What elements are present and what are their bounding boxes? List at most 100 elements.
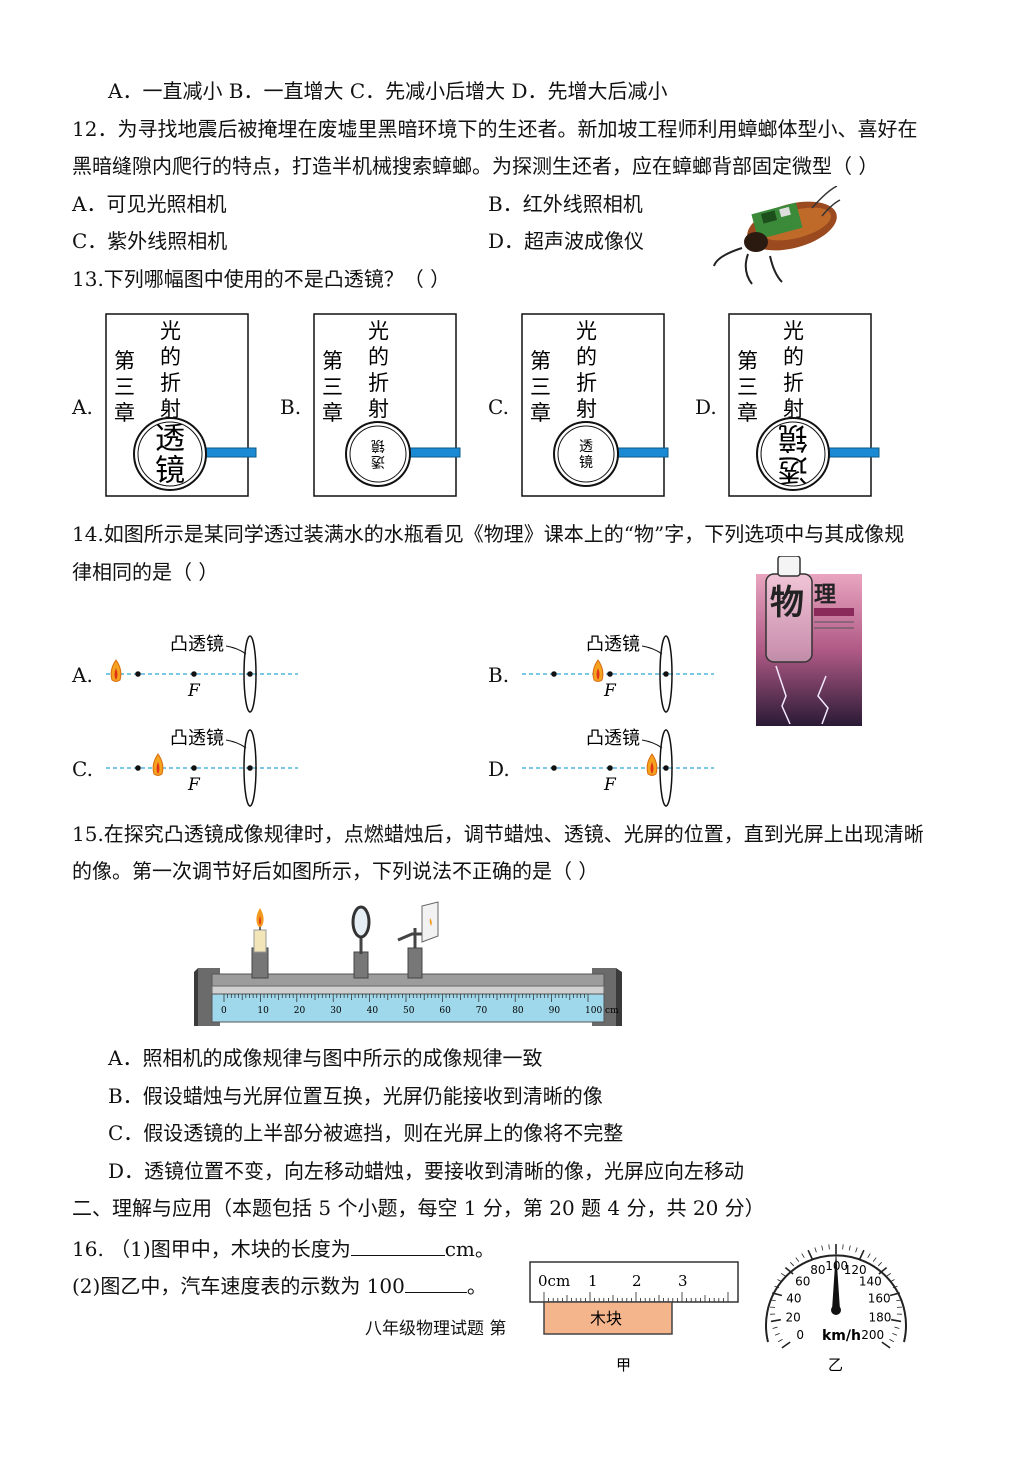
bench-tick-label: 50	[403, 1006, 415, 1016]
q16-part1-pre: （1)图甲中，木块的长度为	[110, 1237, 351, 1261]
optical-center-dot	[247, 671, 253, 677]
book-title-char: 折	[576, 371, 597, 395]
book-chapter-char: 第	[114, 349, 135, 373]
magnifier-lens	[756, 417, 830, 491]
wood-block-label: 木块	[590, 1309, 622, 1328]
magnifier-handle	[203, 447, 257, 458]
q12-option-b: B．红外线照相机	[488, 192, 643, 216]
q13-option-label: B.	[280, 395, 302, 419]
speedometer-tick-label: 140	[859, 1275, 882, 1289]
focus-f-dot	[607, 765, 613, 771]
q16-blank-1[interactable]	[350, 1235, 445, 1256]
book-chapter-char: 章	[322, 401, 343, 425]
q12-option-a: A．可见光照相机	[72, 192, 227, 216]
book-chapter-char: 第	[322, 349, 343, 373]
book-chapter-char: 三	[530, 375, 551, 399]
q16-part2: (2)图乙中，汽车速度表的示数为 100 。	[72, 1272, 487, 1299]
q14-option-label: A.	[72, 663, 93, 687]
book-chapter-char: 三	[737, 375, 758, 399]
q16-part2-pre: (2)图乙中，汽车速度表的示数为 100	[72, 1274, 405, 1298]
q14-ray-diagram: 凸透镜 F	[522, 634, 714, 713]
magnifier-handle	[826, 447, 880, 458]
lens-word-char: 透	[778, 452, 808, 487]
lens-word-char: 镜	[155, 454, 185, 489]
book-title-char: 折	[160, 371, 181, 395]
convex-lens	[243, 729, 257, 807]
bench-tick-label: 100 cm	[585, 1006, 619, 1016]
book-title-char: 光	[576, 319, 597, 343]
figure-jia-label: 甲	[616, 1356, 631, 1374]
bench-tick-label: 20	[294, 1006, 306, 1016]
magnifier-lens	[553, 421, 619, 487]
speedometer-tick-label: 120	[844, 1263, 867, 1277]
convex-lens-label: 凸透镜	[170, 728, 224, 749]
focus-label: F	[187, 681, 201, 701]
book-word-2: 理	[814, 582, 836, 608]
focus-f-dot	[191, 671, 197, 677]
book-title-char: 射	[576, 397, 597, 421]
lens-word-char: 透	[371, 453, 385, 469]
convex-lens-label: 凸透镜	[586, 728, 640, 749]
q15-option-d: D．透镜位置不变，向左移动蜡烛，要接收到清晰的像，光屏应向左移动	[108, 1159, 745, 1183]
ruler-label-2: 2	[632, 1272, 642, 1290]
q12-option-d: D．超声波成像仪	[488, 229, 645, 253]
convex-lens	[659, 635, 673, 713]
book-title-char: 射	[783, 397, 804, 421]
focus-f-dot	[191, 765, 197, 771]
q14-stem-line1: 14.如图所示是某同学透过装满水的水瓶看见《物理》课本上的“物”字，下列选项中与…	[72, 522, 905, 546]
q16-number: 16.	[72, 1237, 104, 1261]
bench-tick-label: 70	[476, 1006, 488, 1016]
focus-f-dot	[607, 671, 613, 677]
book-title-char: 折	[783, 371, 804, 395]
optical-center-dot	[663, 671, 669, 677]
q11-options: A．一直减小 B．一直增大 C．先减小后增大 D．先增大后减小	[108, 79, 668, 103]
convex-lens-label: 凸透镜	[586, 634, 640, 655]
book-chapter-char: 三	[322, 375, 343, 399]
book-title-char: 光	[783, 319, 804, 343]
focus-label: F	[603, 775, 617, 795]
book-title-char: 射	[368, 397, 389, 421]
q15-stem-line2: 的像。第一次调节好后如图所示，下列说法不正确的是（ ）	[72, 859, 599, 883]
book-word-1: 物	[770, 583, 804, 623]
q14-stem-line2: 律相同的是（ ）	[72, 560, 219, 584]
magnifier-handle	[407, 447, 461, 458]
focus-2f-dot	[135, 671, 141, 677]
speedometer-tick-label: 160	[868, 1292, 891, 1306]
book-title-char: 光	[368, 319, 389, 343]
lens-word-char: 透	[579, 439, 593, 455]
q16-part2-post: 。	[466, 1274, 487, 1298]
convex-lens	[243, 635, 257, 713]
speedometer-tick-label: 40	[786, 1292, 801, 1306]
q15-option-b: B．假设蜡烛与光屏位置互换，光屏仍能接收到清晰的像	[108, 1084, 603, 1108]
convex-lens-label: 凸透镜	[170, 634, 224, 655]
q12-stem-line2: 黑暗缝隙内爬行的特点，打造半机械搜索蟑螂。为探测生还者，应在蟑螂背部固定微型（ …	[72, 154, 879, 178]
q16-blank-2[interactable]	[404, 1272, 467, 1293]
book-title-char: 的	[576, 345, 597, 369]
q14-ray-diagram: 凸透镜 F	[522, 728, 714, 807]
bench-tick-label: 10	[257, 1006, 269, 1016]
book-title-char: 折	[368, 371, 389, 395]
magnifier-handle	[615, 447, 669, 458]
q14-option-label: D.	[488, 757, 510, 781]
speedometer-tick-label: 0	[796, 1328, 804, 1342]
speedometer-figure-yi: 020406080100120140160180200 km/h 乙	[765, 1244, 907, 1374]
focus-label: F	[603, 681, 617, 701]
book-chapter-char: 章	[737, 401, 758, 425]
figure-yi-label: 乙	[828, 1356, 843, 1374]
book-title-char: 的	[783, 345, 804, 369]
convex-lens	[659, 729, 673, 807]
book-chapter-char: 第	[737, 349, 758, 373]
book-chapter-char: 章	[530, 401, 551, 425]
ruler-label-3: 3	[678, 1272, 688, 1290]
q13-option-label: C.	[488, 395, 509, 419]
book-chapter-char: 三	[114, 375, 135, 399]
optical-center-dot	[663, 765, 669, 771]
lens-word-char: 镜	[579, 455, 593, 471]
bench-tick-label: 90	[549, 1006, 561, 1016]
speedometer-tick-label: 200	[861, 1328, 884, 1342]
